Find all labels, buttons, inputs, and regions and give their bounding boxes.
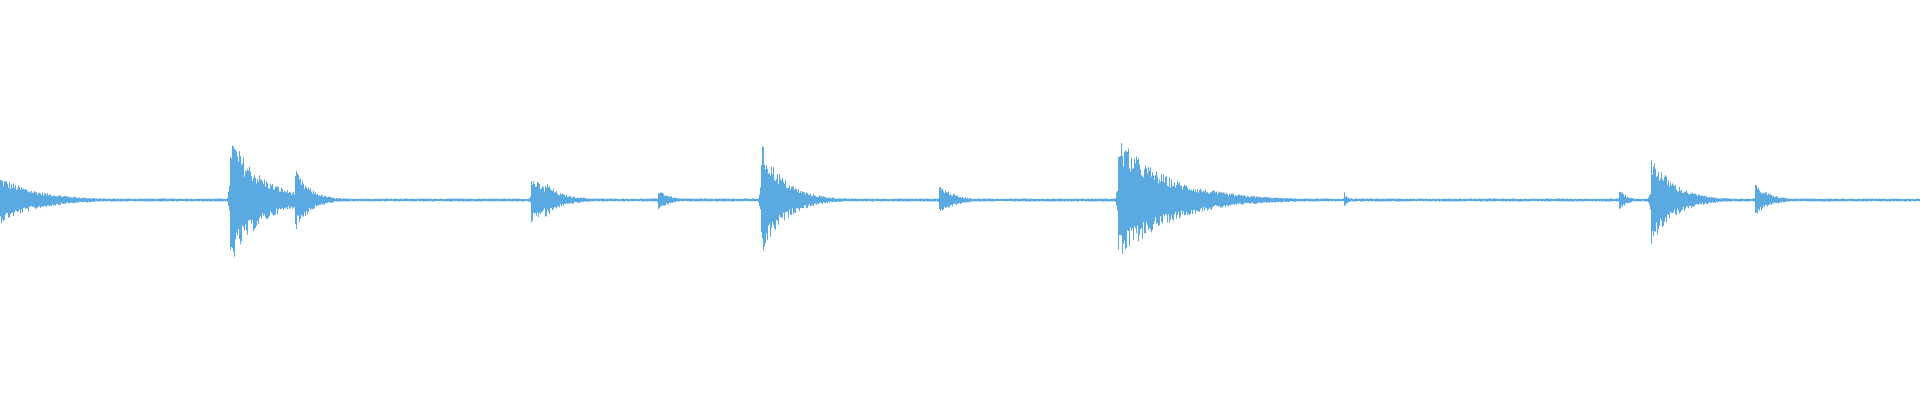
waveform-canvas[interactable] [0,0,1920,400]
audio-waveform-view[interactable] [0,0,1920,400]
